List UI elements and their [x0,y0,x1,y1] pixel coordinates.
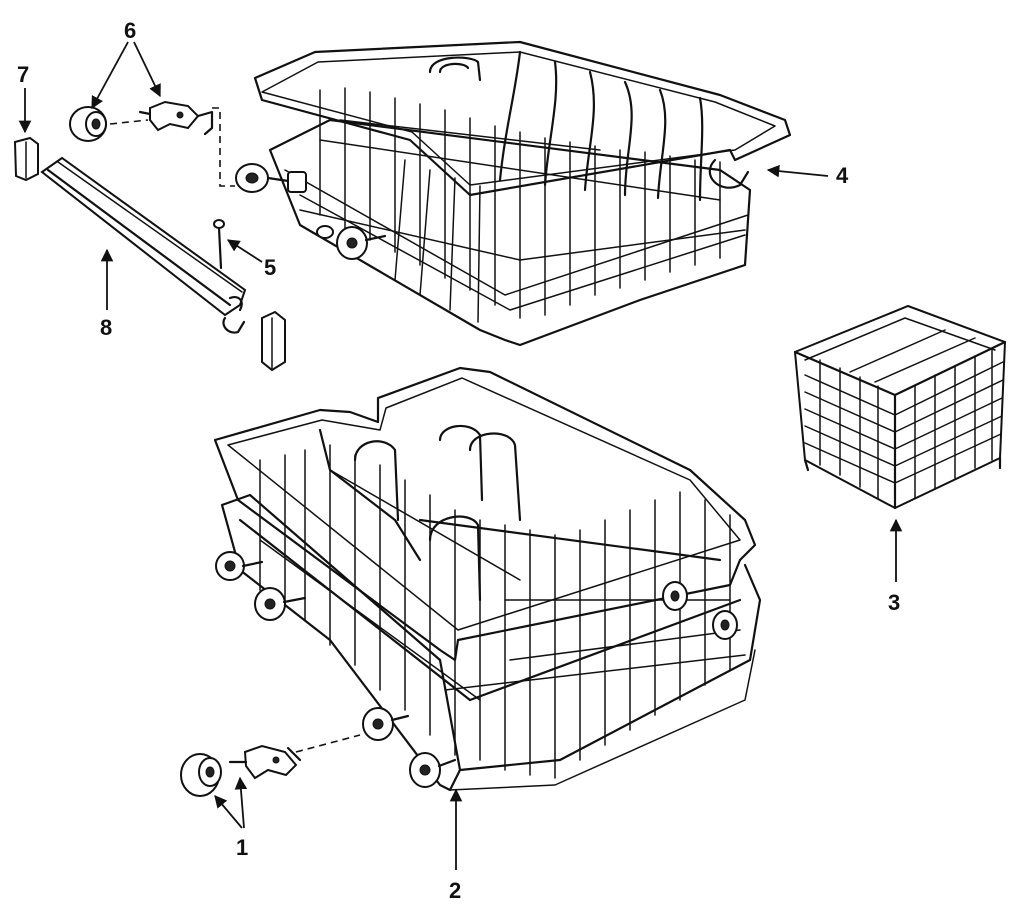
lower-rack-roller-6 [662,581,688,611]
callout-label-1: 1 [236,835,248,860]
roller-wheel-icon [180,753,222,797]
callout-label-4: 4 [836,163,849,188]
lower-rack-roller-2 [254,587,307,621]
callout-label-7: 7 [17,62,29,87]
pin-part [213,219,225,270]
lower-roller-assembly [180,734,361,797]
silverware-basket-icon [793,304,1007,510]
callout-label-8: 8 [100,315,112,340]
callout-label-5: 5 [264,255,276,280]
callout-label-2: 2 [449,878,461,903]
lower-rack [213,366,762,792]
upper-roller-assembly [69,100,235,187]
lower-rack-roller-5 [712,610,738,640]
roller-clip-icon [138,100,214,136]
rail-end-stop-part [261,310,286,372]
callout-label-6: 6 [124,18,136,43]
roller-wheel-icon [69,106,107,142]
upper-rack [253,40,792,347]
upper-rack-roller-left [235,163,307,193]
upper-rack-roller-front [316,225,387,260]
roller-clip-icon [228,744,302,780]
lower-rack-roller-4 [409,752,457,788]
rack-rail-part [40,156,247,334]
callout-label-3: 3 [888,590,900,615]
callout-arrows [18,41,903,870]
lower-rack-roller-3 [362,707,410,741]
lower-rack-roller-1 [215,551,264,581]
end-cap-part [13,136,39,182]
